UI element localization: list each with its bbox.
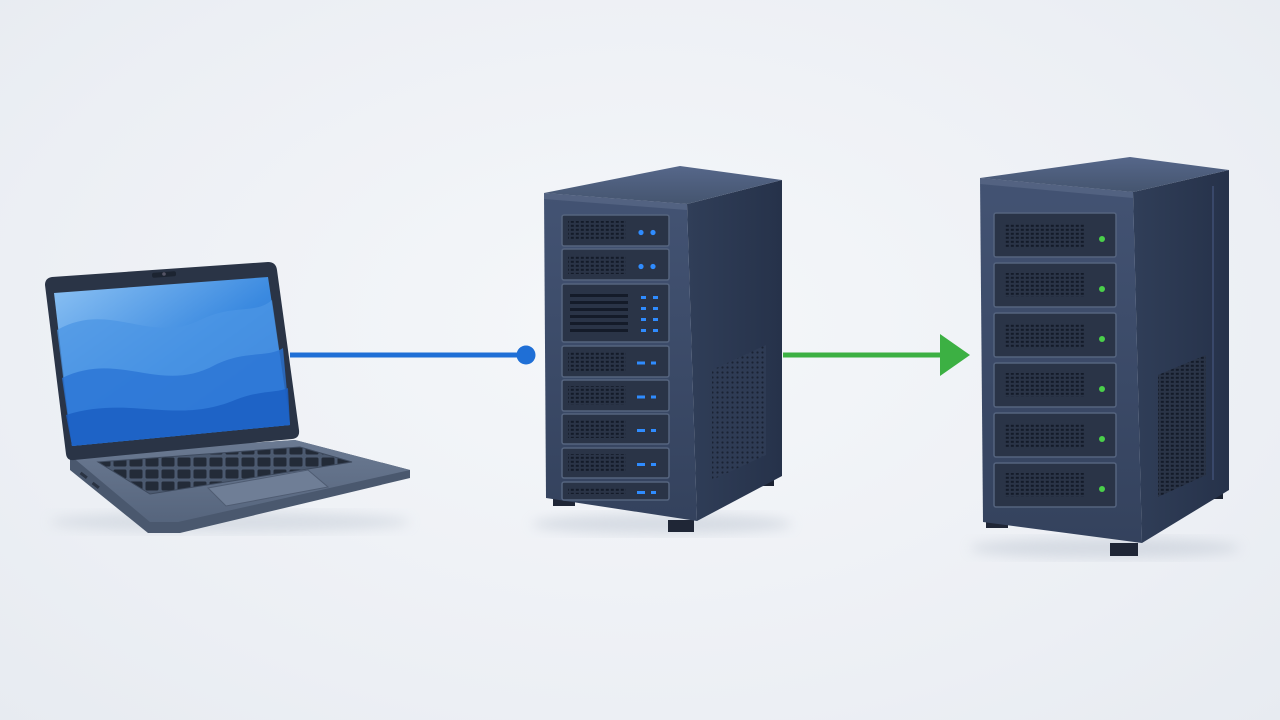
status-led <box>1099 486 1105 492</box>
status-led <box>637 395 645 399</box>
drive-bay <box>993 212 1117 258</box>
status-led <box>637 429 645 432</box>
status-led <box>653 329 658 332</box>
status-led <box>651 429 656 432</box>
status-led <box>650 263 656 270</box>
server-icon <box>970 157 1240 558</box>
drive-bay <box>993 262 1117 308</box>
drive-bay <box>561 345 670 378</box>
arrowhead-icon <box>940 334 970 376</box>
drive-bay <box>561 447 670 479</box>
connections <box>290 334 970 376</box>
laptop-icon <box>45 262 410 533</box>
drive-bay <box>993 362 1117 408</box>
status-led <box>650 229 656 236</box>
status-led <box>637 361 645 365</box>
status-led <box>641 307 646 310</box>
status-led <box>651 463 656 466</box>
connection-arrow <box>783 334 970 376</box>
drive-bay <box>561 214 670 247</box>
status-led <box>1099 336 1105 342</box>
server-icon <box>532 166 792 534</box>
status-led <box>653 307 658 310</box>
status-led <box>638 229 644 236</box>
status-led <box>641 318 646 321</box>
drive-bay <box>561 413 670 445</box>
drive-bay <box>561 248 670 281</box>
connection-line <box>290 345 536 365</box>
drive-bay <box>993 462 1117 508</box>
status-led <box>637 463 645 466</box>
connection-endpoint-dot <box>516 345 536 365</box>
status-led <box>1099 386 1105 392</box>
drive-bay <box>561 283 670 343</box>
status-led <box>638 263 644 270</box>
drive-bay <box>993 312 1117 358</box>
status-led <box>1099 286 1105 292</box>
status-led <box>1099 236 1105 242</box>
status-led <box>651 361 656 365</box>
status-led <box>641 296 646 299</box>
status-led <box>1099 436 1105 442</box>
drive-bay <box>993 412 1117 458</box>
status-led <box>641 329 646 332</box>
status-led <box>653 296 658 299</box>
status-led <box>651 491 656 494</box>
status-led <box>637 491 645 494</box>
drive-bay <box>561 481 670 501</box>
status-led <box>653 318 658 321</box>
drive-bay <box>561 379 670 412</box>
status-led <box>651 395 656 399</box>
